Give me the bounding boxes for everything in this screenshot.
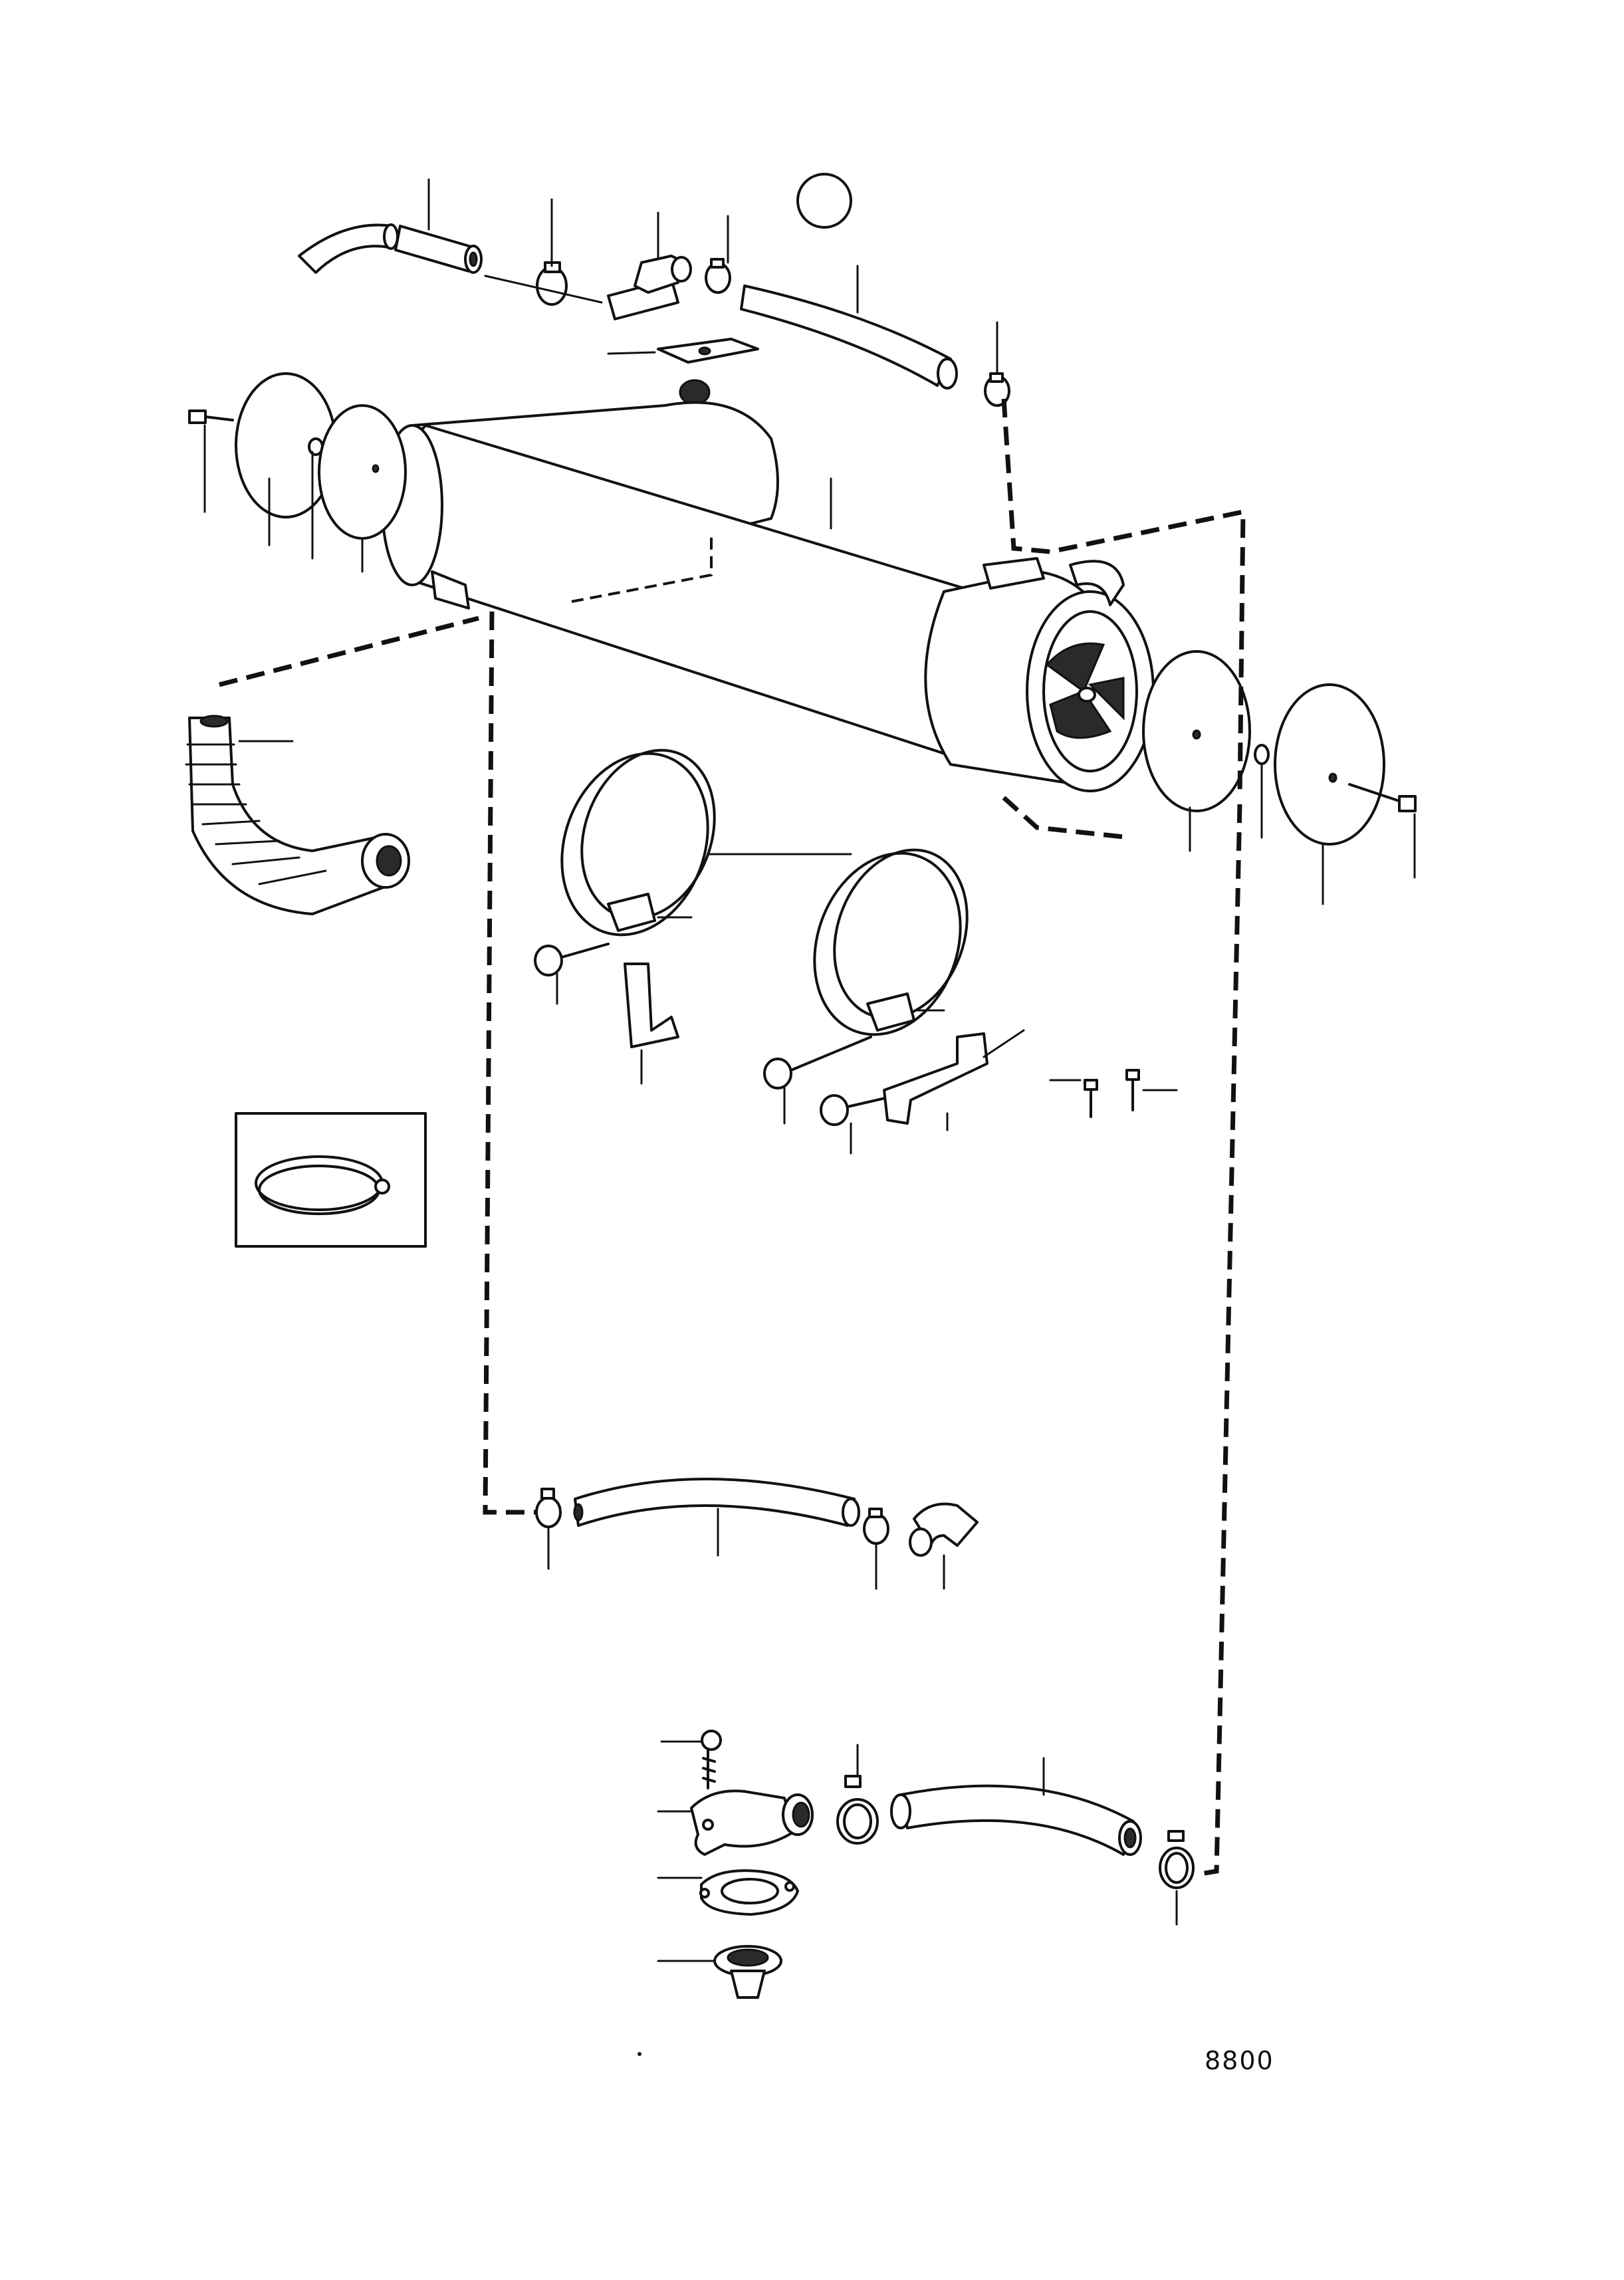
small-screw-1 — [1049, 1079, 1098, 1118]
end-cover-inner-right — [1142, 650, 1251, 812]
hose-clamp-mid-1 — [535, 1488, 562, 1570]
thermostat-gasket — [657, 1869, 799, 1916]
figure-number: 8800 — [1205, 2046, 1274, 2075]
bolt-left — [188, 409, 234, 424]
hose-clamp-top-3 — [984, 372, 1010, 407]
strap-bolt-3 — [820, 1094, 892, 1155]
flow-line-main-vertical — [483, 611, 538, 1515]
mounting-strap-1 — [560, 748, 716, 937]
strap-bolt-2 — [763, 1036, 872, 1125]
bottom-outlet-stub — [431, 570, 470, 610]
mounting-bracket-2 — [883, 1029, 1025, 1131]
bottom-hose — [890, 1757, 1142, 1856]
top-hose-left — [298, 223, 399, 274]
bellows-hose — [185, 715, 410, 915]
inset-clamp-detail — [235, 1112, 427, 1248]
hose-clamp-mid-2 — [863, 1508, 889, 1590]
thermostat — [657, 1945, 782, 1999]
o-ring-right — [1254, 744, 1270, 765]
elbow-fitting-mid — [909, 1502, 979, 1590]
reference-circle-icon — [796, 173, 852, 229]
filler-cap — [607, 338, 759, 364]
flow-line-left — [219, 616, 479, 687]
flow-line-right-vertical — [1196, 804, 1242, 1877]
mounting-strap-2 — [813, 848, 969, 1036]
end-housing-right — [924, 570, 1155, 792]
hose-clamp-top-2 — [705, 258, 731, 294]
end-cover-outer-right — [1274, 683, 1385, 846]
flow-line-top-right — [1001, 398, 1246, 798]
heat-exchanger-tank — [381, 401, 998, 759]
top-outlet-stub — [983, 557, 1125, 606]
tee-fitting — [607, 255, 692, 320]
hose-clamp-bottom-2 — [1159, 1830, 1195, 1926]
top-hose-long — [740, 285, 958, 390]
flow-line-lower — [1002, 796, 1131, 840]
filler-neck — [679, 379, 711, 405]
bolt-right — [1348, 783, 1417, 812]
hose-clamp-top-1 — [536, 261, 568, 306]
strap-bolt-1 — [534, 943, 610, 1005]
thermostat-bolt — [660, 1730, 722, 1789]
hose-clamp-bottom-1 — [836, 1744, 879, 1845]
mounting-bracket-1 — [624, 963, 679, 1085]
top-hose-short — [394, 225, 483, 274]
middle-hose — [573, 1478, 860, 1557]
end-cover-inner-left — [318, 404, 407, 540]
thermostat-housing — [657, 1789, 814, 1856]
small-screw-2 — [1125, 1069, 1178, 1111]
scan-speck-icon — [638, 2052, 641, 2056]
